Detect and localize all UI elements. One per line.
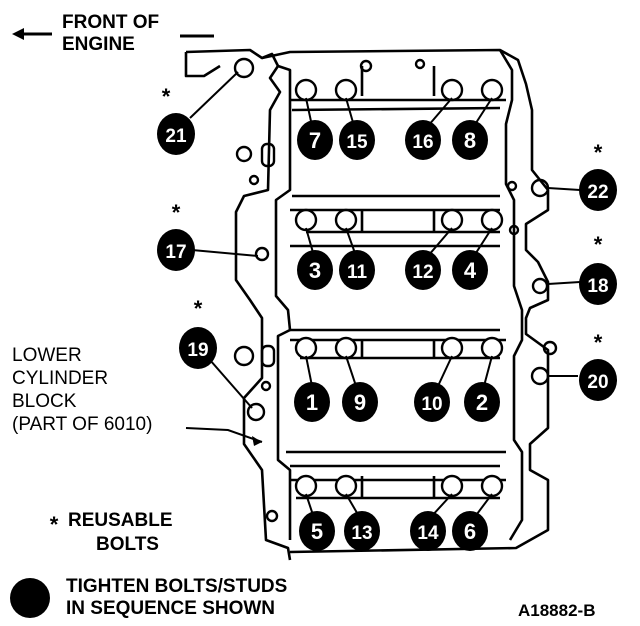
figure-id: A18882-B (518, 601, 596, 620)
front-of-engine-label: FRONT OF ENGINE (12, 12, 214, 55)
sequence-badge-circle (414, 382, 450, 422)
sequence-number: 5 (311, 519, 323, 544)
sequence-number: 20 (587, 372, 608, 393)
sequence-badge-circle (297, 120, 333, 160)
sequence-badge-circle (464, 382, 500, 422)
reusable-star-22: * (594, 140, 603, 165)
sequence-badge-circle (452, 511, 488, 551)
stud-18: 18 (579, 263, 617, 305)
bolt-1: 1 (294, 382, 330, 422)
sequence-number: 13 (351, 523, 372, 544)
front-label-line1: FRONT OF (62, 12, 159, 33)
bolt-8: 8 (452, 120, 488, 160)
sequence-number: 16 (412, 132, 433, 153)
sequence-number: 4 (464, 258, 477, 283)
filled-circle-icon (10, 578, 50, 618)
bolt-4: 4 (452, 250, 488, 290)
sequence-number: 1 (306, 390, 318, 415)
bolt-badges: 7 15 16 8 3 11 12 4 1 9 10 2 5 13 14 6 (294, 120, 500, 551)
bolt-3: 3 (297, 250, 333, 290)
bolt-12: 12 (405, 250, 441, 290)
reusable-bolts-note: * REUSABLE BOLTS (50, 510, 173, 555)
sequence-number: 10 (421, 394, 442, 415)
bolt-7: 7 (297, 120, 333, 160)
sequence-badge-circle (179, 327, 217, 369)
sequence-badge-circle (342, 382, 378, 422)
stud-19: 19 (179, 327, 217, 369)
sequence-number: 6 (464, 519, 476, 544)
block-label-line3: BLOCK (12, 391, 77, 412)
stud-20: 20 (579, 359, 617, 401)
sequence-number: 7 (309, 128, 321, 153)
block-label-line1: LOWER (12, 345, 82, 366)
sequence-badge-circle (410, 511, 446, 551)
sequence-badge-circle (297, 250, 333, 290)
bolt-2: 2 (464, 382, 500, 422)
reusable-star-19: * (194, 296, 203, 321)
sequence-number: 14 (417, 523, 439, 544)
stud-21: 21 (157, 113, 195, 155)
sequence-number: 3 (309, 258, 321, 283)
legend-line1: TIGHTEN BOLTS/STUDS (66, 576, 287, 597)
sequence-badge-circle (299, 511, 335, 551)
sequence-number: 22 (587, 182, 608, 203)
sequence-number: 17 (165, 242, 186, 263)
reusable-star-21: * (162, 84, 171, 109)
sequence-number: 12 (412, 262, 433, 283)
sequence-number: 15 (346, 132, 368, 153)
sequence-badge-circle (579, 263, 617, 305)
block-label-line4: (PART OF 6010) (12, 414, 152, 435)
sequence-badge-circle (344, 511, 380, 551)
block-outline (184, 48, 550, 561)
reusable-star-18: * (594, 232, 603, 257)
reusable-line2: BOLTS (96, 534, 159, 555)
sequence-number: 18 (587, 276, 608, 297)
sequence-number: 19 (187, 340, 208, 361)
bolt-holes (294, 78, 504, 498)
bolt-15: 15 (339, 120, 375, 160)
bolt-13: 13 (344, 511, 380, 551)
sequence-badge-circle (339, 120, 375, 160)
sequence-badge-circle (579, 359, 617, 401)
front-arrow-left-icon (12, 28, 24, 40)
sequence-badge-circle (157, 113, 195, 155)
sequence-number: 21 (165, 126, 187, 147)
sequence-badge-circle (405, 250, 441, 290)
block-label-line2: CYLINDER (12, 368, 108, 389)
bolt-14: 14 (410, 511, 446, 551)
stud-badges: 21 * 17 * 19 * 22 * 18 * 20 * (157, 84, 617, 401)
sequence-number: 2 (476, 390, 488, 415)
sequence-number: 9 (354, 390, 366, 415)
reusable-star: * (50, 512, 59, 537)
block-label: LOWER CYLINDER BLOCK (PART OF 6010) (12, 345, 263, 446)
sequence-badge-circle (294, 382, 330, 422)
reusable-line1: REUSABLE (68, 510, 173, 531)
sequence-badge-circle (452, 250, 488, 290)
reusable-star-17: * (172, 200, 181, 225)
block-label-arrow-icon (252, 436, 262, 446)
legend-line2: IN SEQUENCE SHOWN (66, 598, 275, 619)
stud-22: 22 (579, 169, 617, 211)
sequence-number: 11 (347, 262, 368, 283)
front-label-line2: ENGINE (62, 34, 135, 55)
bolt-6: 6 (452, 511, 488, 551)
block-label-leader (185, 427, 263, 443)
bolt-10: 10 (414, 382, 450, 422)
stud-17: 17 (157, 229, 195, 271)
sequence-badge-circle (579, 169, 617, 211)
bolt-5: 5 (299, 511, 335, 551)
sequence-badge-circle (405, 120, 441, 160)
bolt-11: 11 (339, 250, 375, 290)
sequence-badge-circle (157, 229, 195, 271)
sequence-number: 8 (464, 128, 476, 153)
bolt-9: 9 (342, 382, 378, 422)
sequence-legend: TIGHTEN BOLTS/STUDS IN SEQUENCE SHOWN (10, 576, 287, 619)
reusable-star-20: * (594, 330, 603, 355)
sequence-badge-circle (339, 250, 375, 290)
bolt-16: 16 (405, 120, 441, 160)
sequence-badge-circle (452, 120, 488, 160)
